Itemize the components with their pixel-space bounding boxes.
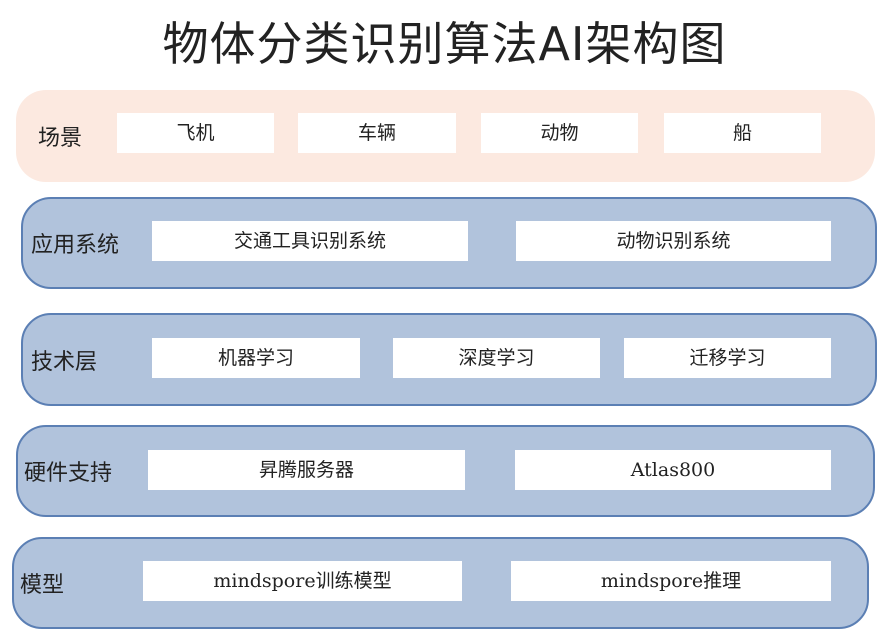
scene-item: 船 [664, 113, 821, 153]
technology-item: 深度学习 [393, 338, 600, 378]
application-item: 动物识别系统 [516, 221, 831, 261]
layer-model: 模型 mindspore训练模型 mindspore推理 [12, 537, 869, 629]
layer-label: 场景 [38, 126, 83, 151]
technology-item: 机器学习 [152, 338, 360, 378]
diagram-title: 物体分类识别算法AI架构图 [162, 17, 727, 71]
application-item: 交通工具识别系统 [152, 221, 468, 261]
scene-item: 动物 [481, 113, 638, 153]
layer-technology: 技术层 机器学习 深度学习 迁移学习 [21, 313, 877, 406]
model-item: mindspore训练模型 [143, 561, 462, 601]
hardware-item: Atlas800 [515, 450, 831, 490]
layer-label: 模型 [20, 573, 65, 598]
layer-scene: 场景 飞机 车辆 动物 船 [16, 90, 875, 182]
technology-item: 迁移学习 [624, 338, 831, 378]
layer-hardware: 硬件支持 昇腾服务器 Atlas800 [16, 425, 875, 517]
layer-application: 应用系统 交通工具识别系统 动物识别系统 [21, 197, 877, 289]
scene-item: 飞机 [117, 113, 274, 153]
layer-label: 应用系统 [31, 233, 120, 258]
hardware-item: 昇腾服务器 [148, 450, 465, 490]
layer-label: 技术层 [31, 349, 98, 375]
scene-item: 车辆 [298, 113, 456, 153]
layer-label: 硬件支持 [24, 461, 113, 486]
model-item: mindspore推理 [511, 561, 831, 601]
